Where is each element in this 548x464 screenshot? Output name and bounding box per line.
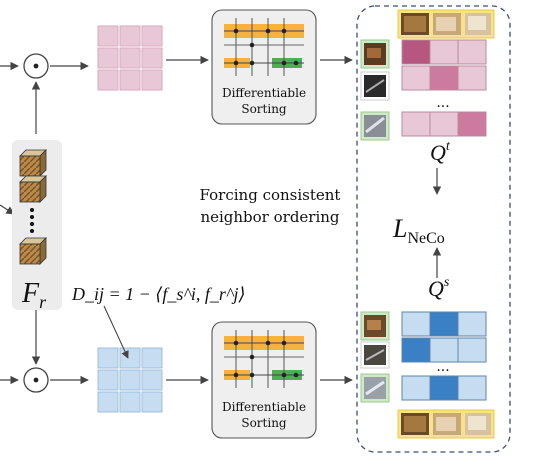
qs-ranking-matrix xyxy=(401,311,487,401)
matrix-cell xyxy=(401,311,431,337)
grid-cell xyxy=(97,47,119,69)
qs-label: Qs xyxy=(428,275,450,301)
matrix-cell xyxy=(429,39,459,65)
sort-node xyxy=(249,372,255,378)
grid-cell xyxy=(141,69,163,91)
matrix-cell xyxy=(401,111,431,137)
matrix-cell xyxy=(457,375,487,401)
sorting-bottom-label-1: Differentiable xyxy=(222,400,306,414)
feature-cube-3 xyxy=(19,237,47,265)
grid-cell xyxy=(119,47,141,69)
sort-node xyxy=(265,340,271,346)
sorting-top-label-2: Sorting xyxy=(241,102,287,116)
reference-image-strip-top xyxy=(397,9,495,39)
sorting-top-label-1: Differentiable xyxy=(222,86,306,100)
matrix-cell xyxy=(401,65,431,91)
grid-cell xyxy=(141,369,163,391)
feature-cube-2 xyxy=(19,175,47,203)
dij-formula: D_ij = 1 − ⟨f_s^i, f_r^j⟩ xyxy=(71,284,246,304)
forcing-text-line-1: Forcing consistent xyxy=(200,186,341,204)
grid-cell xyxy=(141,25,163,47)
odot-operator-bottom xyxy=(23,367,49,393)
query-thumbnails-bottom xyxy=(360,311,390,403)
query-thumbnails-top xyxy=(360,39,390,141)
sort-node xyxy=(293,372,299,378)
matrix-cell xyxy=(429,65,459,91)
grid-cell xyxy=(119,369,141,391)
sort-node xyxy=(233,340,239,346)
sort-node xyxy=(281,60,287,66)
matrix-cell xyxy=(401,39,431,65)
differentiable-sorting-top: Differentiable Sorting xyxy=(211,9,317,125)
grid-cell xyxy=(97,347,119,369)
sort-node xyxy=(281,340,287,346)
qt-label: Qt xyxy=(430,139,451,165)
matrix-cell xyxy=(457,65,487,91)
grid-cell xyxy=(97,69,119,91)
grid-cell xyxy=(97,25,119,47)
matrix-cell xyxy=(429,375,459,401)
sort-node xyxy=(293,60,299,66)
grid-cell xyxy=(97,369,119,391)
feature-cube-1 xyxy=(19,149,47,177)
matrix-cell xyxy=(429,337,459,363)
forcing-text-line-2: neighbor ordering xyxy=(200,208,339,226)
matrix-cell xyxy=(401,375,431,401)
matrix-cell xyxy=(457,39,487,65)
neco-loss-panel xyxy=(356,5,511,453)
fr-label: Fr xyxy=(21,278,47,312)
feature-stack-fr: Fr xyxy=(12,140,62,312)
matrix-cell xyxy=(401,337,431,363)
reference-image-strip-bottom xyxy=(397,409,495,439)
sort-node xyxy=(249,354,255,360)
sort-node xyxy=(249,42,255,48)
sort-node xyxy=(281,372,287,378)
sort-node xyxy=(249,60,255,66)
qt-ranking-matrix xyxy=(401,39,487,137)
sort-node xyxy=(265,28,271,34)
matrix-cell xyxy=(429,311,459,337)
matrix-cell xyxy=(457,311,487,337)
similarity-grid-top xyxy=(97,25,163,91)
grid-cell xyxy=(141,347,163,369)
sort-node xyxy=(281,28,287,34)
arrow-formula-to-grid xyxy=(103,305,129,359)
grid-cell xyxy=(119,391,141,413)
sort-node xyxy=(233,28,239,34)
sort-node xyxy=(233,60,239,66)
loss-neco-label: LNeCo xyxy=(392,214,445,247)
matrix-cell xyxy=(457,111,487,137)
matrix-cell xyxy=(429,111,459,137)
left-input-arrows xyxy=(0,61,19,385)
odot-operator-top xyxy=(23,53,49,79)
distance-grid-bottom xyxy=(97,347,163,413)
grid-cell xyxy=(141,391,163,413)
grid-cell xyxy=(97,391,119,413)
matrix-cell xyxy=(457,337,487,363)
sort-node xyxy=(233,372,239,378)
grid-cell xyxy=(119,25,141,47)
qs-ellipsis: ... xyxy=(436,359,449,375)
grid-cell xyxy=(141,47,163,69)
grid-cell xyxy=(119,347,141,369)
sorting-bottom-label-2: Sorting xyxy=(241,416,287,430)
grid-cell xyxy=(119,69,141,91)
differentiable-sorting-bottom: Differentiable Sorting xyxy=(211,321,317,439)
qt-ellipsis: ... xyxy=(436,95,449,111)
